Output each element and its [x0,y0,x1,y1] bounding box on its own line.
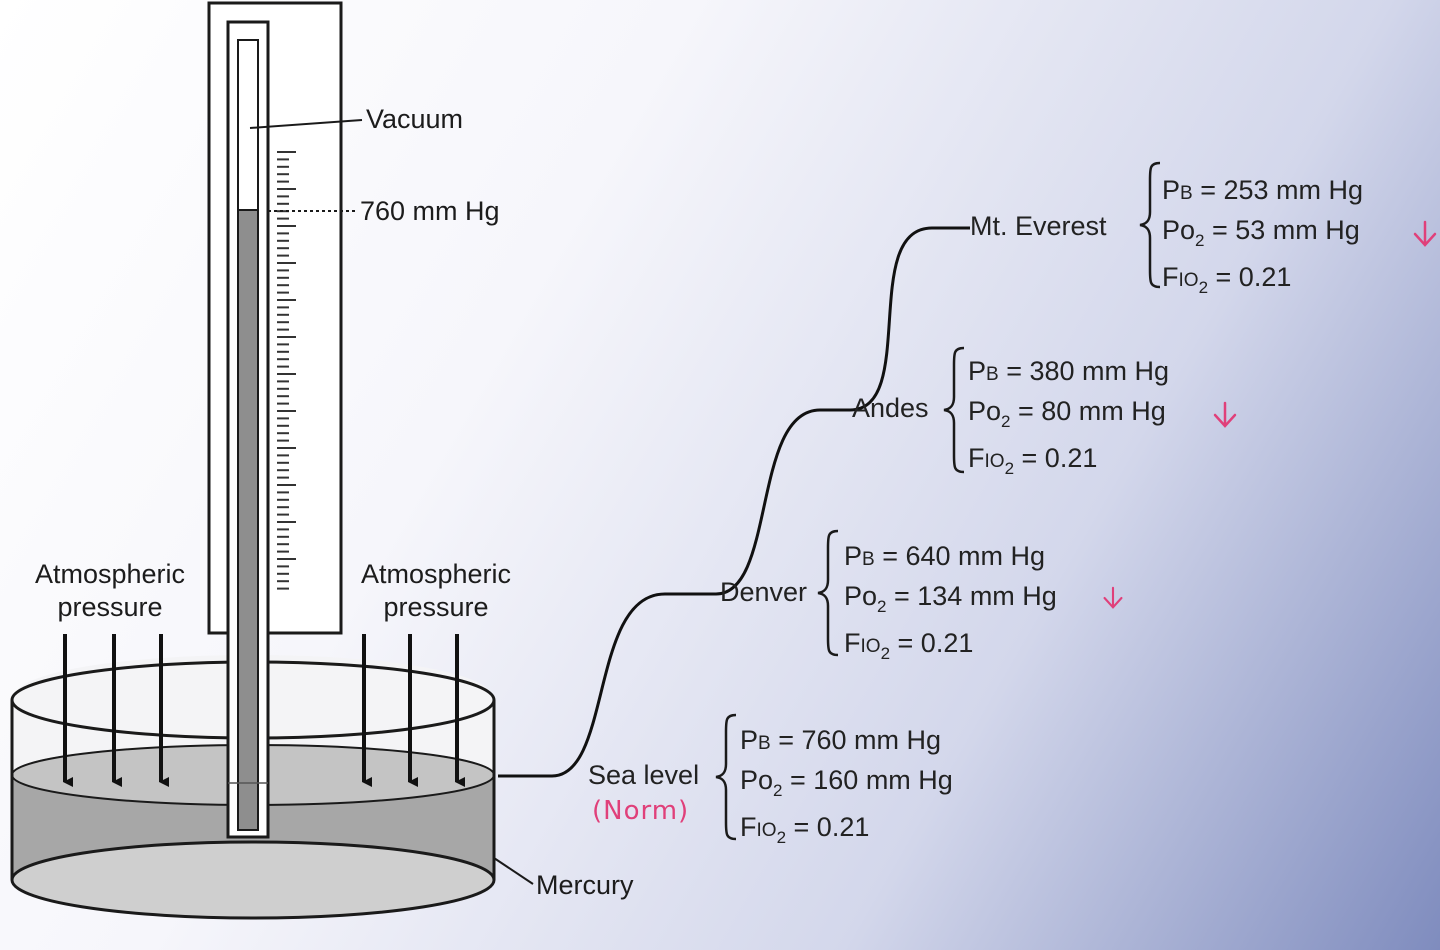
norm-annotation: (Norm) [592,796,690,826]
mercury-label: Mercury [536,870,634,900]
brace-icon [943,346,965,474]
site-name: Andes [852,393,929,423]
site-name: Denver [720,577,808,607]
pb-row: PB = 380 mm Hg [968,356,1170,386]
pb-row: PB = 760 mm Hg [740,725,942,755]
pressure-arrows-left [63,634,169,787]
atm-right-line2: pressure [383,591,489,622]
site-values: PB = 380 mm Hg Po2 = 80 mm Hg FIO2 = 0.2… [968,353,1237,487]
po2-row: Po2 = 134 mm Hg [844,578,1123,625]
site-values: PB = 640 mm Hg Po2 = 134 mm Hg FIO2 = 0.… [844,538,1123,672]
atmospheric-pressure-label-left: Atmospheric pressure [22,558,198,624]
down-arrow-icon [1213,401,1237,428]
scale-ticks [277,151,296,590]
down-arrow-icon [1413,220,1437,247]
po2-row: Po2 = 80 mm Hg [968,393,1237,440]
atm-left-line2: pressure [57,591,163,622]
mercury-leader [493,857,534,885]
mercury-column [237,209,259,831]
fio2-row: FIO2 = 0.21 [1162,262,1292,297]
fio2-row: FIO2 = 0.21 [968,443,1098,478]
brace-icon [1139,161,1161,289]
site-name: Sea level [588,760,700,790]
site-name: Mt. Everest [970,211,1107,241]
brace-icon [817,529,839,657]
site-values: PB = 760 mm Hg Po2 = 160 mm Hg FIO2 = 0.… [740,722,953,856]
atm-left-line1: Atmospheric [34,559,186,589]
altitude-curve [498,226,970,778]
fio2-row: FIO2 = 0.21 [740,812,870,847]
po2-row: Po2 = 160 mm Hg [740,765,953,800]
site-values: PB = 253 mm Hg Po2 = 53 mm Hg FIO2 = 0.2… [1162,172,1437,306]
column-height-label: 760 mm Hg [360,196,500,226]
down-arrow-icon [1103,586,1123,609]
vacuum-leader [249,119,363,129]
dish-bottom [10,840,496,920]
po2-row: Po2 = 53 mm Hg [1162,212,1437,259]
atm-right-line1: Atmospheric [360,559,512,589]
fio2-row: FIO2 = 0.21 [844,628,974,663]
vacuum-space [237,39,259,211]
pb-row: PB = 640 mm Hg [844,541,1046,571]
pb-row: PB = 253 mm Hg [1162,175,1364,205]
pressure-arrows-right [362,634,465,787]
atmospheric-pressure-label-right: Atmospheric pressure [348,558,524,624]
brace-icon [715,713,737,841]
vacuum-label: Vacuum [366,104,464,134]
